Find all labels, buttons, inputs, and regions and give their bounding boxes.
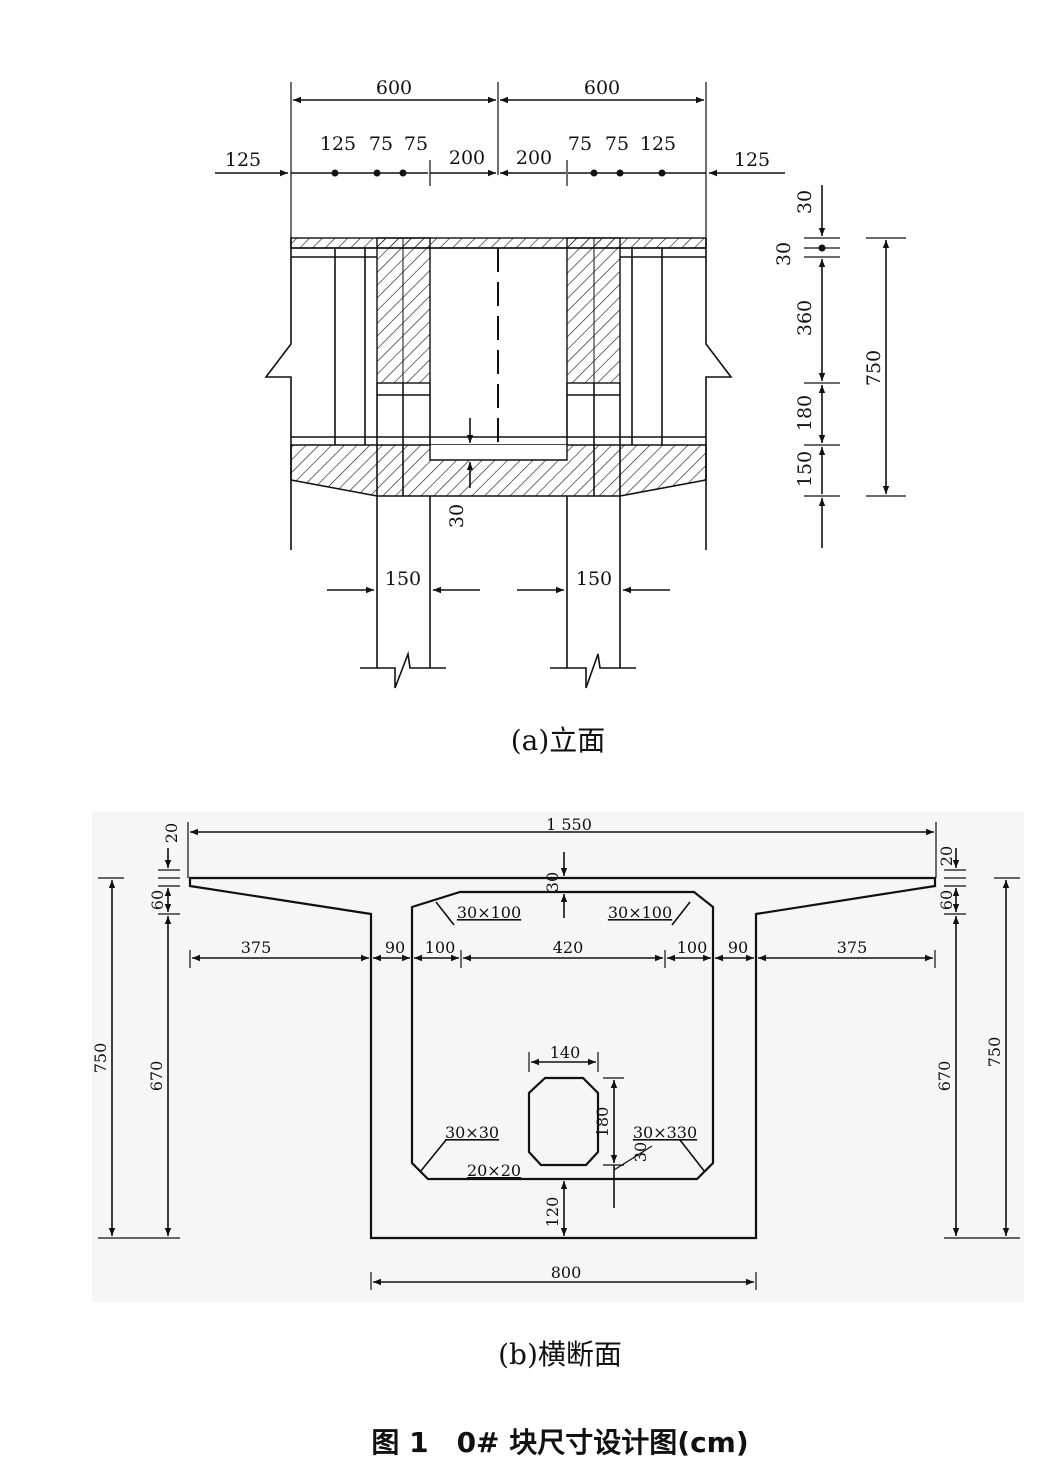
fillet-bottom-right-line [679, 1139, 706, 1173]
elev-dim-200-right: 200 [516, 147, 552, 169]
elev-dim-30-top: 30 [794, 190, 816, 214]
width-100-right: 100 [677, 938, 708, 957]
section-taper-60-left: 60 [148, 890, 167, 910]
height-750-right: 750 [985, 1037, 1004, 1068]
fillet-label-30x330: 30×330 [633, 1123, 697, 1142]
elev-dim-150: 150 [794, 451, 816, 487]
figure-title: 图 1 0# 块尺寸设计图(cm) [371, 1426, 748, 1459]
elev-dim-30-inner: 30 [446, 504, 468, 528]
elev-top-dimension: 600 600 [290, 77, 707, 238]
manhole-dims: 140 180 30 [528, 1043, 653, 1208]
elev-right-vertical-dims: 30 30 360 180 150 750 [773, 185, 906, 548]
cross-section-view: 1 550 20 60 20 [91, 812, 1024, 1371]
section-bottom-thickness: 120 [543, 1181, 568, 1236]
section-top-thickness: 30 [543, 852, 568, 918]
elev-dim-180: 180 [794, 395, 816, 431]
height-670-right: 670 [935, 1061, 954, 1092]
manhole-chamfer-30: 30 [631, 1142, 650, 1162]
elev-dim-75-right-a: 75 [568, 133, 592, 155]
elev-dim-750: 750 [863, 350, 885, 386]
elevation-view: 600 600 125 125 75 75 200 200 75 [215, 77, 906, 757]
manhole-outline [527, 1076, 600, 1167]
section-top-30: 30 [543, 872, 562, 892]
section-bottom-120: 120 [543, 1197, 562, 1228]
fillet-label-top-left: 30×100 [457, 903, 521, 922]
elevation-caption: (a)立面 [511, 724, 606, 757]
section-left-heights: 750 670 [91, 877, 180, 1239]
elev-dim-125-right: 125 [640, 133, 676, 155]
elev-dim-125-outer-left: 125 [225, 149, 261, 171]
elev-second-dimension-row: 125 125 75 75 200 200 75 75 125 125 [215, 133, 785, 186]
section-outer-outline [188, 876, 937, 1240]
width-90-left: 90 [385, 938, 405, 957]
elev-dim-200-left: 200 [449, 147, 485, 169]
elev-pier-width-left: 150 [385, 568, 421, 590]
elev-dim-125-outer-right: 125 [734, 149, 770, 171]
section-right-heights: 670 750 [935, 877, 1020, 1239]
elev-dim-125-left: 125 [320, 133, 356, 155]
fillet-left-line [435, 901, 455, 926]
elev-dim-75-left-a: 75 [369, 133, 393, 155]
fillet-label-20x20: 20×20 [467, 1161, 521, 1180]
fillet-right-line [671, 901, 691, 926]
elev-hatched-sections [290, 237, 707, 497]
section-bottom-width: 800 [370, 1263, 757, 1290]
manhole-height-180: 180 [593, 1107, 612, 1138]
height-670-left: 670 [147, 1061, 166, 1092]
section-caption: (b)横断面 [498, 1338, 622, 1371]
elev-dim-75-left-b: 75 [404, 133, 428, 155]
section-overall-width: 1 550 [187, 815, 937, 878]
height-750-left: 750 [91, 1043, 110, 1074]
manhole-width-140: 140 [550, 1043, 581, 1062]
width-420: 420 [553, 938, 584, 957]
elev-dim-30-second: 30 [773, 242, 795, 266]
width-90-right: 90 [728, 938, 748, 957]
section-offset-20-left: 20 [162, 823, 181, 843]
section-taper-60-right: 60 [937, 890, 956, 910]
elev-dim-360: 360 [794, 300, 816, 336]
elev-dim-600-left: 600 [376, 77, 412, 99]
section-top-offset-dims: 20 60 20 60 [148, 823, 966, 915]
section-bottom-800: 800 [551, 1263, 582, 1282]
elev-pier-width-dims: 150 150 [327, 568, 670, 594]
width-375-left: 375 [241, 938, 272, 957]
fillet-label-30x30: 30×30 [445, 1123, 499, 1142]
width-375-right: 375 [837, 938, 868, 957]
elev-dim-75-right-b: 75 [605, 133, 629, 155]
section-background [92, 812, 1024, 1302]
section-width-1550: 1 550 [546, 815, 592, 834]
elev-outlines [264, 238, 733, 689]
section-offset-20-right: 20 [937, 846, 956, 866]
fillet-label-top-right: 30×100 [608, 903, 672, 922]
elev-bottom-slab-thickness: 30 [446, 418, 474, 528]
elev-pier-width-right: 150 [576, 568, 612, 590]
section-inner-box [410, 890, 715, 1181]
section-width-chain: 375 90 100 420 100 90 375 [189, 938, 936, 968]
elev-dim-600-right: 600 [584, 77, 620, 99]
width-100-left: 100 [425, 938, 456, 957]
fillet-bottom-left-line [419, 1139, 447, 1173]
